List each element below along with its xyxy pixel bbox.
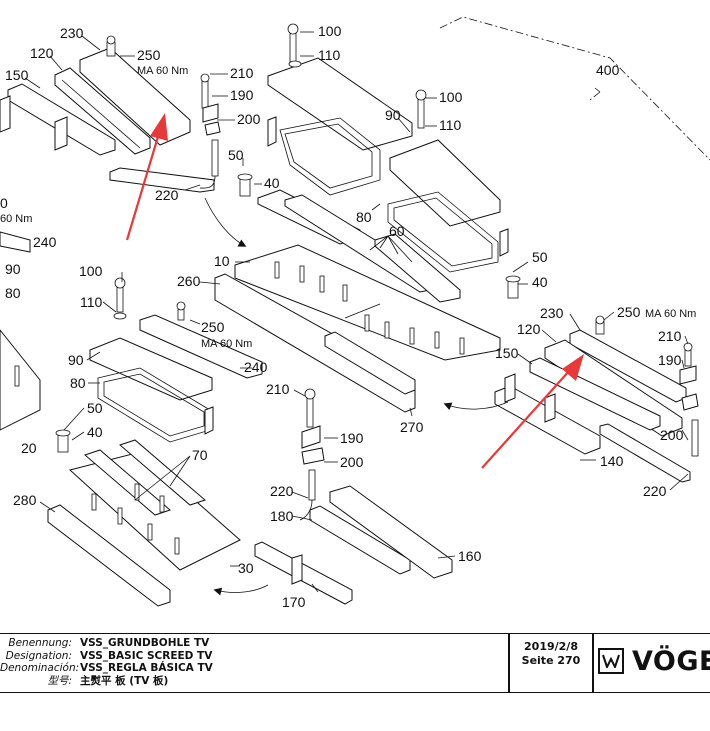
torque-note: MA 60 Nm	[137, 65, 188, 77]
right-assembly	[494, 315, 699, 483]
callout-50: 50	[228, 147, 244, 163]
torque-note: MA 60 Nm	[645, 308, 696, 320]
torque-note: 60 Nm	[0, 213, 32, 225]
lower-left-assembly	[47, 277, 263, 607]
callout-100: 100	[79, 263, 103, 279]
callout-50: 50	[532, 249, 548, 265]
label-benennung: Benennung:	[8, 637, 72, 649]
callout-190: 190	[230, 87, 254, 103]
callout-190: 190	[658, 352, 682, 368]
callout-partial-0: 0	[0, 195, 8, 211]
callout-200: 200	[660, 427, 684, 443]
callout-150: 150	[495, 345, 519, 361]
value-spanish: VSS_REGLA BÁSICA TV	[80, 662, 213, 675]
upper-middle-assembly	[237, 23, 521, 299]
callout-10: 10	[214, 253, 230, 269]
left-edge-fragments	[0, 231, 41, 431]
callout-180: 180	[270, 508, 294, 524]
callout-40: 40	[264, 175, 280, 191]
label-model: 型号:	[47, 674, 72, 687]
logo-w-icon	[598, 648, 624, 674]
page-number: Seite 270	[521, 654, 581, 667]
label-denominacion: Denominación:	[0, 662, 80, 675]
callout-20: 20	[21, 440, 37, 456]
document-date: 2019/2/8	[524, 640, 578, 653]
callout-250: 250	[137, 47, 161, 63]
callout-110: 110	[80, 294, 103, 310]
divider	[508, 634, 510, 692]
callout-90: 90	[5, 261, 21, 277]
center-plate-assembly	[214, 189, 501, 413]
title-block-labels: Benennung: Designation: Denominación: 型号…	[0, 637, 80, 687]
exploded-parts-drawing: 230 250 MA 60 Nm 120 150 210 190 200 220…	[0, 16, 710, 610]
callout-230: 230	[540, 305, 564, 321]
divider	[592, 634, 594, 692]
callout-80: 80	[356, 209, 372, 225]
torque-note: MA 60 Nm	[201, 338, 252, 350]
callout-30: 30	[238, 560, 254, 576]
callout-80: 80	[5, 285, 21, 301]
title-block: Benennung: Designation: Denominación: 型号…	[0, 633, 710, 693]
vogele-logo: VÖGEL	[598, 645, 710, 677]
callout-120: 120	[30, 45, 54, 61]
screed-outline	[439, 16, 710, 161]
callout-200: 200	[340, 454, 364, 470]
callout-210: 210	[230, 65, 254, 81]
callout-110: 110	[318, 47, 341, 63]
callout-200: 200	[237, 111, 261, 127]
callout-210: 210	[266, 381, 290, 397]
leader-lines	[24, 31, 689, 593]
callout-60: 60	[389, 223, 405, 239]
callout-70: 70	[192, 447, 208, 463]
callout-240: 240	[33, 234, 57, 250]
callout-80: 80	[70, 375, 86, 391]
callout-220: 220	[155, 187, 179, 203]
red-arrow-top	[125, 113, 168, 241]
callout-240: 240	[244, 359, 268, 375]
callout-170: 170	[282, 594, 306, 610]
callout-100: 100	[318, 23, 342, 39]
callout-150: 150	[5, 67, 29, 83]
callout-220: 220	[643, 483, 667, 499]
callout-220: 220	[270, 483, 294, 499]
date-page-cell: 2019/2/8 Seite 270	[512, 640, 590, 668]
callout-400: 400	[596, 62, 620, 78]
callout-260: 260	[177, 273, 201, 289]
callout-210: 210	[658, 328, 682, 344]
callout-270: 270	[400, 419, 424, 435]
callout-140: 140	[600, 453, 624, 469]
callout-40: 40	[532, 274, 548, 290]
callout-230: 230	[60, 25, 84, 41]
red-arrow-right	[481, 354, 584, 469]
callout-40: 40	[87, 424, 103, 440]
callout-90: 90	[68, 352, 84, 368]
callout-110: 110	[439, 117, 462, 133]
value-english: VSS_BASIC SCREED TV	[80, 649, 213, 662]
callout-90: 90	[385, 107, 401, 123]
callout-280: 280	[13, 492, 37, 508]
value-german: VSS_GRUNDBOHLE TV	[80, 637, 210, 649]
callout-100: 100	[439, 89, 463, 105]
callout-250: 250	[201, 319, 225, 335]
callout-190: 190	[340, 430, 364, 446]
label-designation: Designation:	[5, 649, 72, 662]
callout-160: 160	[458, 548, 482, 564]
logo-text: VÖGEL	[632, 645, 710, 677]
value-chinese: 主熨平 板 (TV 板)	[80, 674, 169, 687]
title-block-values: VSS_GRUNDBOHLE TV VSS_BASIC SCREED TV VS…	[80, 637, 500, 687]
callout-250: 250	[617, 304, 641, 320]
callout-120: 120	[517, 321, 541, 337]
callout-50: 50	[87, 400, 103, 416]
